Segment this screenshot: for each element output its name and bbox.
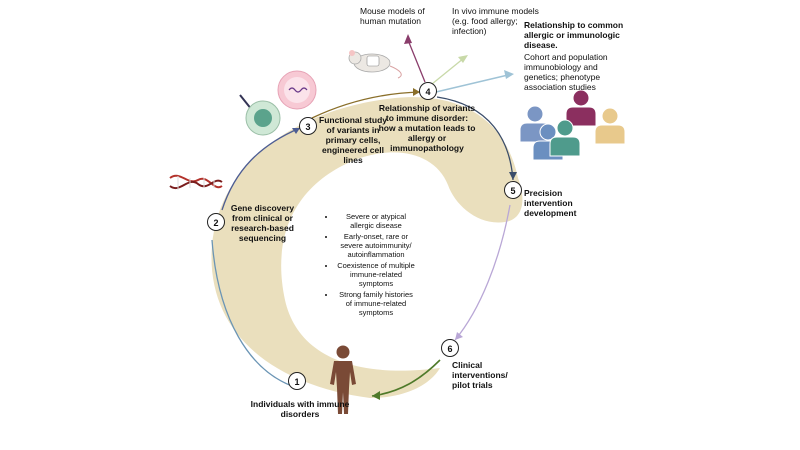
invivo-models-label: In vivo immune models (e.g. food allergy… bbox=[452, 6, 539, 36]
selection-criteria: Severe or atypical allergic disease Earl… bbox=[326, 212, 416, 319]
relationship-body: Cohort and population immunobiology and … bbox=[524, 52, 608, 92]
step-6-number: 6 bbox=[441, 339, 459, 357]
cycle-loop-band bbox=[211, 97, 523, 398]
step-5-number: 5 bbox=[504, 181, 522, 199]
population-group-icon bbox=[519, 89, 626, 161]
criterion-item: Early-onset, rare or severe autoimmunity… bbox=[336, 232, 416, 259]
step-2-label: Gene discovery from clinical or research… bbox=[230, 203, 295, 243]
step-4-label: Relationship of variants to immune disor… bbox=[378, 103, 476, 153]
arrow-to-mouse bbox=[407, 39, 426, 83]
mouse-icon bbox=[348, 50, 402, 79]
population-person-icon bbox=[565, 89, 597, 127]
criterion-item: Strong family histories of immune-relate… bbox=[336, 290, 416, 317]
arrow-5-to-6 bbox=[454, 204, 511, 341]
dna-icon bbox=[169, 174, 223, 190]
criterion-item: Severe or atypical allergic disease bbox=[336, 212, 416, 230]
relationship-title: Relationship to common allergic or immun… bbox=[524, 20, 624, 50]
arrow-4-to-5 bbox=[436, 96, 514, 181]
mouse-models-label: Mouse models of human mutation bbox=[360, 6, 425, 26]
arrow-1-to-2 bbox=[211, 239, 293, 387]
arrow-to-invivo bbox=[431, 57, 465, 85]
arrow-to-population bbox=[435, 74, 509, 93]
step-4-number: 4 bbox=[419, 82, 437, 100]
arrow-3-to-4 bbox=[311, 91, 421, 119]
criterion-item: Coexistence of multiple immune-related s… bbox=[336, 261, 416, 288]
step-3-number: 3 bbox=[299, 117, 317, 135]
population-person-icon bbox=[594, 107, 626, 145]
step-5-label: Precision intervention development bbox=[524, 188, 577, 218]
step-2-number: 2 bbox=[207, 213, 225, 231]
step-1-number: 1 bbox=[288, 372, 306, 390]
human-figure-icon bbox=[330, 345, 356, 414]
arrow-2-to-3 bbox=[221, 127, 301, 211]
step-1-label: Individuals with immune disorders bbox=[250, 399, 350, 419]
step-6-label: Clinical interventions/ pilot trials bbox=[452, 360, 508, 390]
population-person-icon bbox=[549, 119, 581, 157]
cell-culture-icon bbox=[239, 94, 281, 136]
cell-nucleus-icon bbox=[277, 70, 317, 110]
step-3-label: Functional study of variants in primary … bbox=[319, 115, 387, 165]
